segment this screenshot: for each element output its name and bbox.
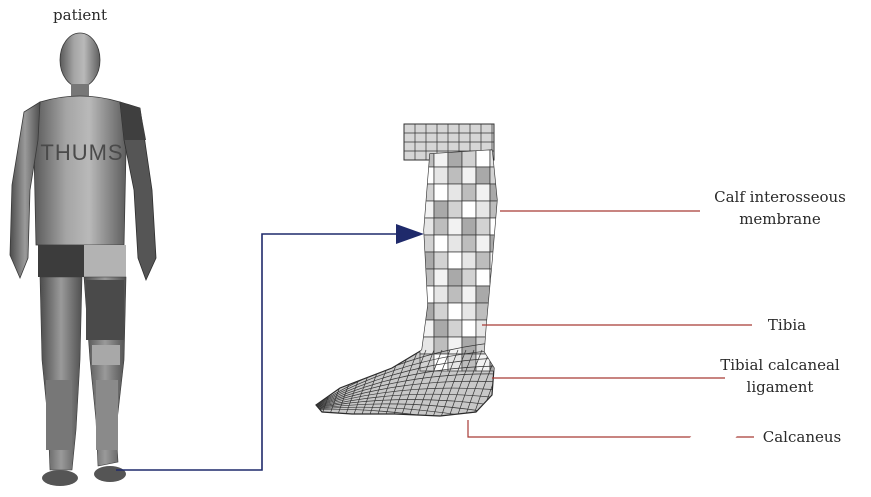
- label-line: ligament: [700, 376, 860, 398]
- label-line: membrane: [702, 208, 858, 230]
- label-calcaneus: Calcaneus: [752, 426, 852, 448]
- label-line: Calcaneus: [752, 426, 852, 448]
- lower-leg-mesh-model: [316, 124, 514, 430]
- human-body-model: THUMS: [10, 33, 156, 486]
- label-line: Calf interosseous: [702, 186, 858, 208]
- label-line: Tibia: [752, 314, 822, 336]
- model-caption: patient: [20, 4, 140, 26]
- model-logo-text: THUMS: [40, 140, 123, 165]
- label-tibial-calcaneal-ligament: Tibial calcaneal ligament: [700, 354, 860, 398]
- label-line: Tibial calcaneal: [700, 354, 860, 376]
- label-calf-interosseous-membrane: Calf interosseous membrane: [702, 186, 858, 230]
- connector-arrow: [116, 224, 424, 470]
- leader-lines: [468, 211, 754, 437]
- label-tibia: Tibia: [752, 314, 822, 336]
